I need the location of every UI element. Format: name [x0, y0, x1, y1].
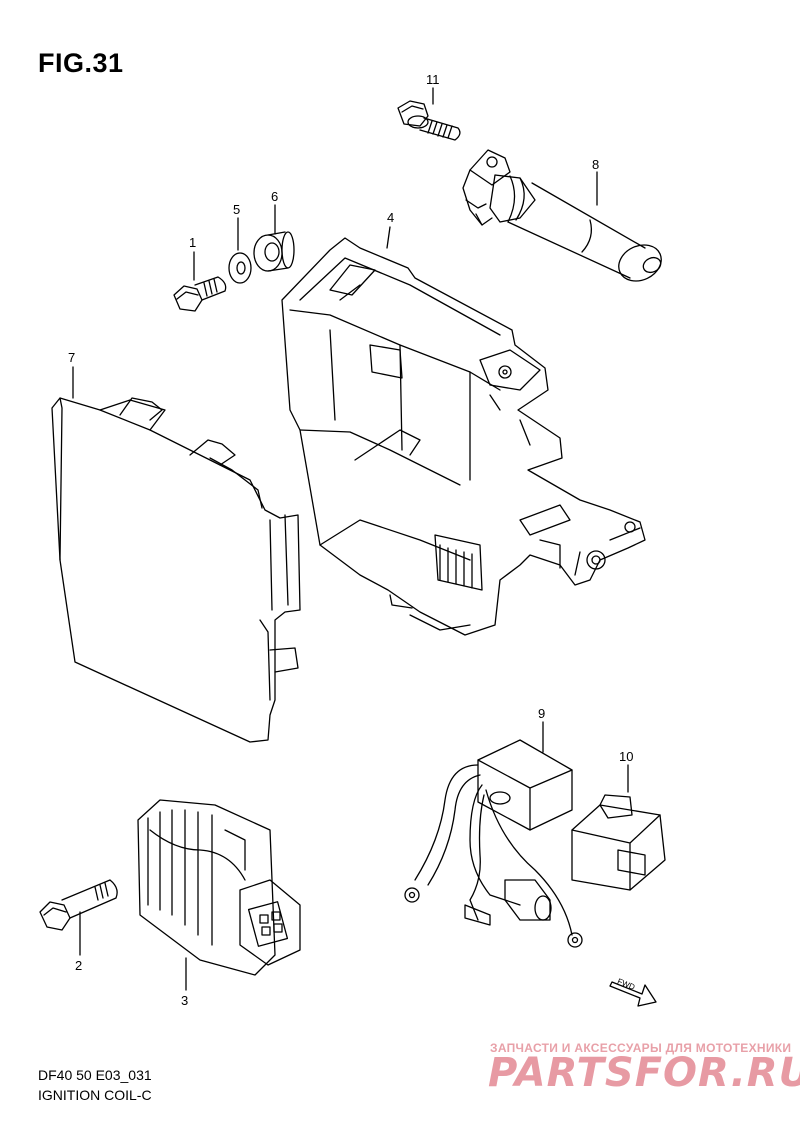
- callout-10: 10: [619, 749, 634, 764]
- callout-3: 3: [181, 993, 189, 1008]
- watermark-brand: PARTSFOR.RU: [488, 1050, 800, 1096]
- part-11-bolt: [397, 100, 461, 141]
- callout-8: 8: [592, 157, 600, 172]
- watermark-tagline: ЗАПЧАСТИ И АКСЕССУАРЫ ДЛЯ МОТОТЕХНИКИ: [490, 1041, 792, 1055]
- figure-title: FIG.31: [38, 48, 124, 78]
- part-6-grommet: [253, 231, 295, 272]
- part-8-ignition-coil: [462, 149, 662, 282]
- callout-9: 9: [538, 706, 546, 721]
- callout-6: 6: [271, 189, 279, 204]
- section-name: IGNITION COIL-C: [38, 1087, 152, 1103]
- part-9-cdi-unit: [404, 739, 583, 948]
- part-4-bracket: [281, 237, 646, 636]
- callout-5: 5: [233, 202, 241, 217]
- callout-7: 7: [68, 350, 76, 365]
- callout-2: 2: [75, 958, 83, 973]
- part-3-regulator: [137, 799, 301, 976]
- callout-11: 11: [426, 72, 440, 87]
- part-1-bolt: [173, 276, 227, 312]
- part-7-cover: [51, 397, 301, 743]
- part-10-cap: [571, 794, 666, 891]
- part-2-bolt: [39, 879, 118, 931]
- part-5-washer: [228, 252, 252, 284]
- callout-1: 1: [189, 235, 197, 250]
- callout-4: 4: [387, 210, 395, 225]
- fwd-arrow-icon: [609, 981, 657, 1007]
- model-code: DF40 50 E03_031: [38, 1067, 152, 1083]
